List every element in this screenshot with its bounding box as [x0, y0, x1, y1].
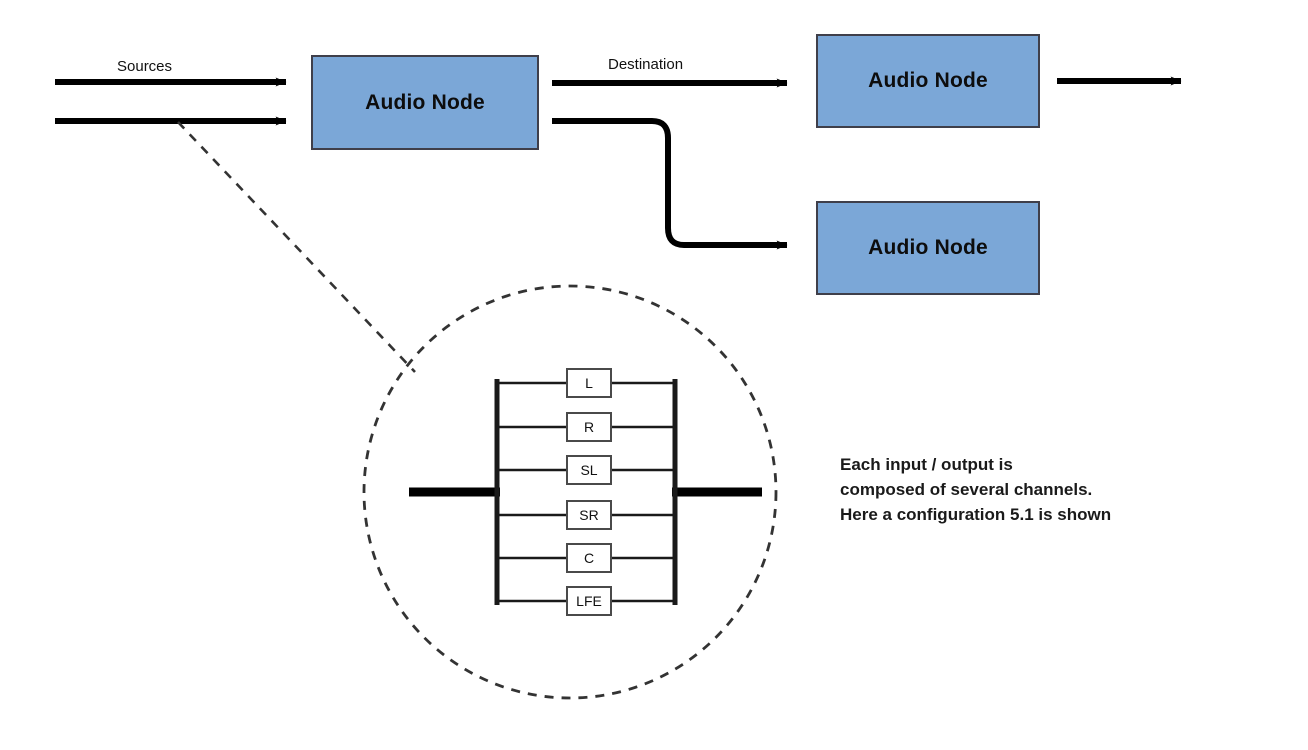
magnifier-circle [362, 284, 778, 700]
audio-node-main[interactable]: Audio Node [311, 55, 539, 150]
channel-box-c[interactable]: C [566, 543, 612, 573]
destination-label: Destination [608, 56, 684, 73]
caption-line-3: Here a configuration 5.1 is shown [840, 505, 1112, 524]
channel-box-r[interactable]: R [566, 412, 612, 442]
channel-label: SL [580, 462, 598, 478]
channel-label: R [583, 419, 595, 435]
channel-box-sl[interactable]: SL [566, 455, 612, 485]
caption-line-1: Each input / output is [840, 455, 1013, 474]
channel-label: C [583, 550, 595, 566]
channel-connector-lines [497, 381, 675, 603]
audio-node-destination-top[interactable]: Audio Node [816, 34, 1040, 128]
audio-node-destination-top-label: Audio Node [868, 69, 988, 92]
audio-node-destination-bottom[interactable]: Audio Node [816, 201, 1040, 295]
audio-node-main-label: Audio Node [365, 90, 485, 114]
channel-box-l[interactable]: L [566, 368, 612, 398]
sources-label: Sources [117, 58, 173, 75]
channel-label: SR [579, 507, 599, 523]
caption-line-2: composed of several channels. [840, 480, 1093, 499]
elbow-connector-arrow [552, 118, 788, 250]
channel-box-sr[interactable]: SR [566, 500, 612, 530]
channel-box-lfe[interactable]: LFE [566, 586, 612, 616]
audio-node-destination-bottom-label: Audio Node [868, 236, 988, 259]
channel-caption: Each input / output is composed of sever… [840, 452, 1111, 527]
magnifier-leader-line [177, 121, 416, 373]
channel-label: L [585, 375, 593, 391]
channel-label: LFE [576, 593, 602, 609]
